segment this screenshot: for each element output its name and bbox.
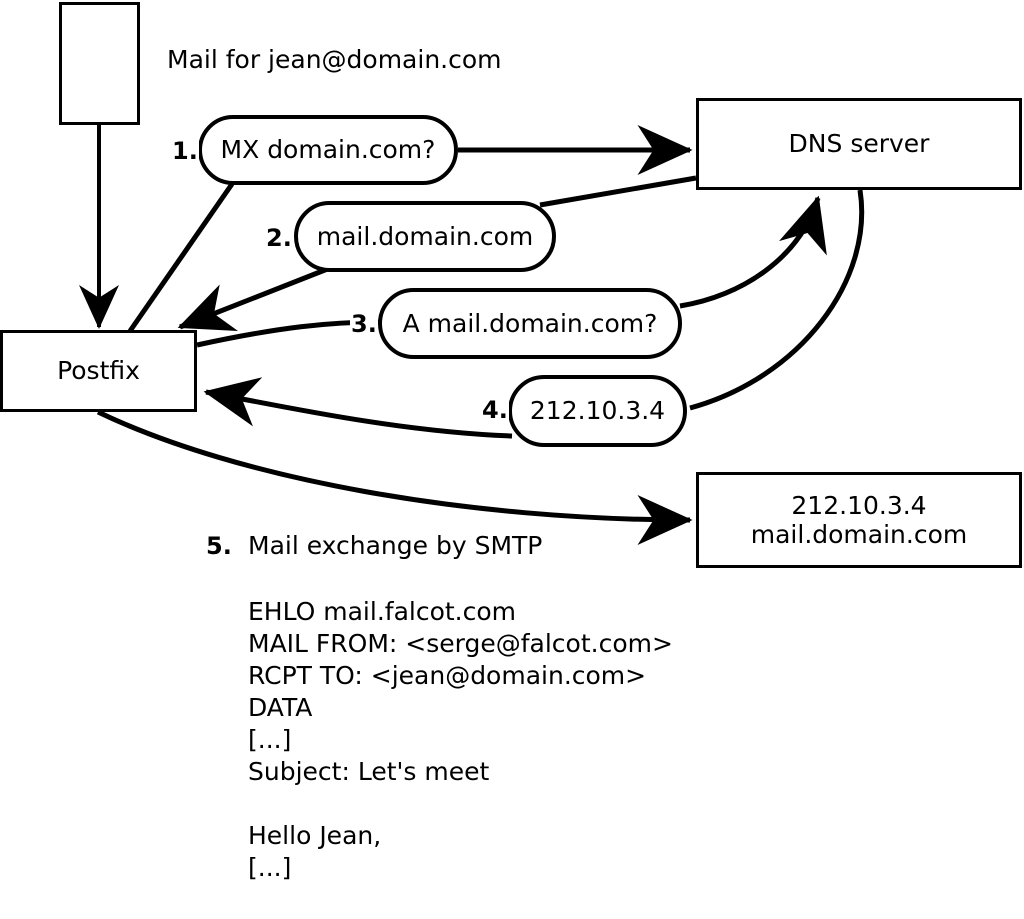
transcript-line: [248, 884, 673, 916]
step-2-number: 2.: [265, 224, 293, 252]
transcript-line: MAIL FROM: <serge@falcot.com>: [248, 629, 673, 658]
step-5-label: Mail exchange by SMTP: [248, 531, 543, 560]
node-mail-server-hostname: mail.domain.com: [750, 520, 968, 549]
step-1-message: MX domain.com?: [198, 115, 458, 185]
transcript-line: Hello Jean,: [248, 821, 382, 850]
transcript-line: RCPT TO: <jean@domain.com>: [248, 661, 647, 690]
step-4-number: 4.: [481, 396, 509, 424]
step-2-message: mail.domain.com: [294, 201, 556, 272]
connector-dns-to-step4: [689, 189, 865, 411]
step-1-number: 1.: [171, 137, 199, 165]
step-1-message-label: MX domain.com?: [220, 135, 436, 165]
transcript-line: [...]: [248, 725, 292, 754]
connector-step2-to-postfix: [177, 265, 331, 332]
transcript-line: EHLO mail.falcot.com: [248, 597, 517, 626]
connector-postfix-to-step1: [127, 182, 235, 333]
node-dns-server: DNS server: [696, 98, 1022, 190]
transcript-line: DATA: [248, 693, 313, 722]
node-mail-server-ip: 212.10.3.4: [791, 490, 927, 520]
step-4-message: 212.10.3.4: [508, 375, 687, 447]
connector-step4-to-postfix: [203, 377, 513, 439]
connector-postfix-to-mailserver: [96, 409, 693, 545]
node-sender-host: [59, 2, 140, 125]
step-5-number: 5.: [205, 532, 233, 560]
transcript-line: [...]: [248, 853, 292, 882]
step-2-message-label: mail.domain.com: [316, 221, 534, 251]
transcript-line: [248, 788, 673, 820]
node-postfix: Postfix: [0, 330, 197, 412]
node-postfix-label: Postfix: [57, 356, 140, 386]
transcript-line: Subject: Let's meet: [248, 757, 490, 786]
transcript-line: .: [248, 916, 673, 919]
step-3-message: A mail.domain.com?: [378, 288, 682, 359]
node-mail-server: 212.10.3.4 mail.domain.com: [696, 472, 1022, 568]
connector-dns-to-step2: [539, 175, 697, 208]
step-3-number: 3.: [350, 310, 378, 338]
node-dns-server-label: DNS server: [788, 129, 930, 159]
step-3-message-label: A mail.domain.com?: [402, 308, 658, 338]
connector-step3-to-dns: [679, 195, 827, 309]
page-title: Mail for jean@domain.com: [167, 45, 502, 74]
step-4-message-label: 212.10.3.4: [529, 396, 666, 426]
